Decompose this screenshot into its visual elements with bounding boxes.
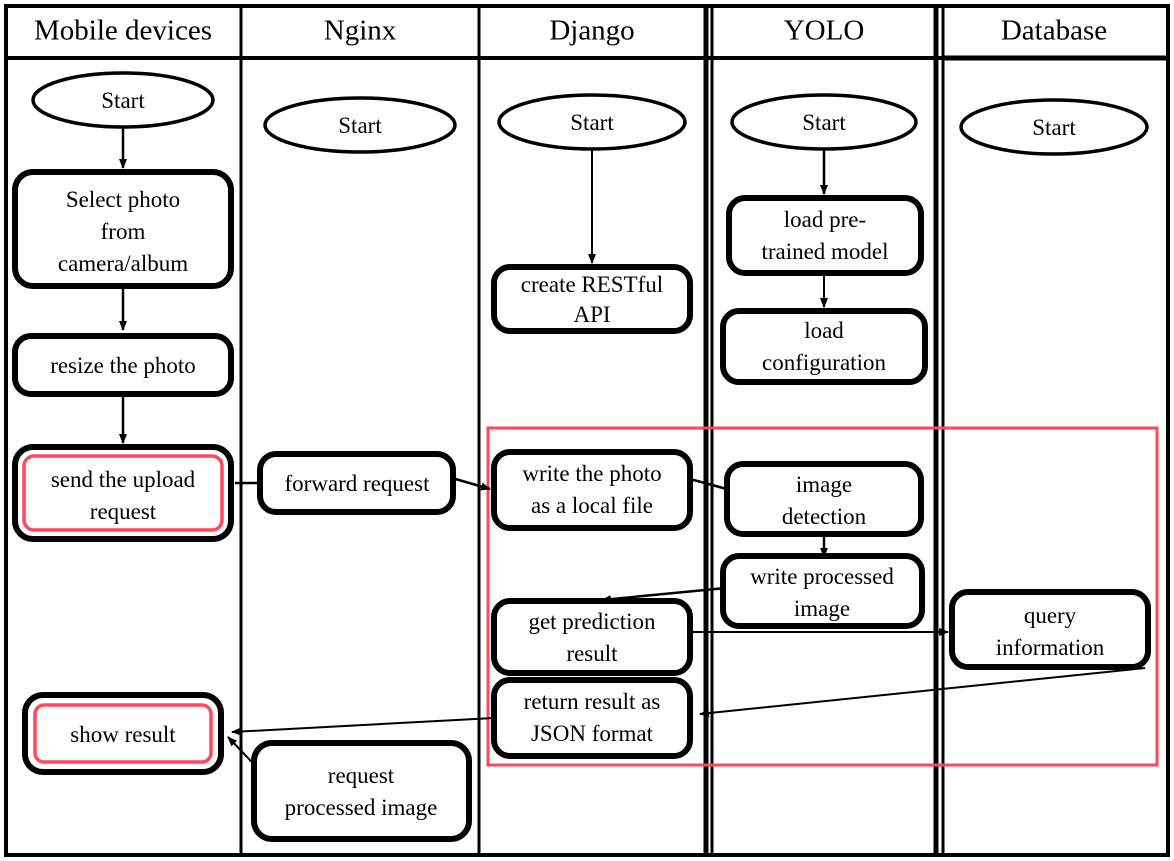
lane-title-django: Django [549, 15, 634, 47]
node-label-line-3: camera/album [58, 251, 188, 276]
node-label: resize the photo [50, 353, 196, 378]
node-resize-photo[interactable]: resize the photo [12, 333, 234, 397]
node-load-configuration[interactable]: load configuration [720, 308, 928, 385]
node-select-photo[interactable]: Select photo from camera/album [12, 169, 234, 289]
node-send-upload-request[interactable]: send the upload request [12, 444, 234, 542]
node-label-line-1: create RESTful [521, 272, 663, 297]
lane-title-yolo: YOLO [784, 15, 865, 47]
node-label-line-2: from [101, 219, 146, 244]
node-label-line-1: request [328, 763, 395, 788]
lane-title-mobile: Mobile devices [34, 15, 212, 47]
node-label-line-1: query [1024, 603, 1077, 628]
node-label-line-1: Select photo [66, 187, 180, 212]
node-start-database[interactable]: Start [959, 98, 1149, 156]
node-label-line-2: information [996, 635, 1105, 660]
node-create-restful-api[interactable]: create RESTful API [491, 264, 693, 334]
node-label-line-2: image [794, 596, 850, 621]
node-label-line-2: JSON format [531, 721, 654, 746]
node-label: Start [570, 110, 614, 135]
node-request-processed-image[interactable]: request processed image [251, 740, 472, 842]
node-get-prediction-result[interactable]: get prediction result [491, 598, 693, 676]
node-label-line-1: send the upload [51, 467, 196, 492]
node-image-detection[interactable]: image detection [724, 461, 924, 537]
node-write-processed-image[interactable]: write processed image [720, 553, 925, 629]
node-label: Start [101, 88, 145, 113]
edge-return-json-to-show-result [231, 717, 495, 736]
node-show-result[interactable]: show result [22, 692, 224, 775]
node-start-django[interactable]: Start [497, 93, 687, 151]
edge-query-information-to-return-json [699, 667, 1146, 718]
node-start-nginx[interactable]: Start [263, 96, 457, 154]
diagram-frame [4, 4, 1170, 857]
lane-header-database: Database [1001, 15, 1107, 47]
node-label: Start [1032, 115, 1076, 140]
node-return-result-json[interactable]: return result as JSON format [491, 677, 693, 759]
lane-header-yolo: YOLO [784, 15, 865, 47]
node-label-line-1: write processed [750, 564, 894, 589]
connectors [119, 125, 1146, 780]
node-label-line-2: configuration [762, 350, 886, 375]
node-label-line-2: result [566, 641, 618, 666]
node-label-line-1: write the photo [522, 461, 661, 486]
node-query-information[interactable]: query information [949, 589, 1151, 670]
node-label: forward request [285, 471, 431, 496]
node-label: Start [802, 110, 846, 135]
node-label-line-2: as a local file [531, 493, 653, 518]
node-write-photo-local-file[interactable]: write the photo as a local file [491, 449, 693, 531]
node-label-line-2: request [90, 499, 157, 524]
node-label-line-1: load [804, 318, 844, 343]
lane-title-nginx: Nginx [324, 15, 397, 47]
node-label-line-2: processed image [285, 795, 438, 820]
node-label-line-1: load pre- [784, 207, 866, 232]
server-side-highlight-region [486, 426, 1159, 767]
node-label: Start [338, 113, 382, 138]
node-label-line-1: return result as [524, 689, 661, 714]
lane-header-django: Django [549, 15, 634, 47]
node-label-line-1: get prediction [528, 609, 656, 634]
node-label: show result [70, 722, 176, 747]
node-highlight-border [33, 703, 213, 764]
node-label-line-2: trained model [761, 239, 888, 264]
edge-forward-request-to-write-photo [451, 476, 491, 491]
node-forward-request[interactable]: forward request [257, 451, 456, 515]
node-label-line-2: API [573, 302, 610, 327]
node-highlight-border [22, 454, 224, 532]
lane-title-database: Database [1001, 15, 1107, 47]
node-label-line-2: detection [782, 504, 867, 529]
node-label-line-1: image [796, 472, 852, 497]
node-load-pretrained-model[interactable]: load pre- trained model [726, 195, 924, 276]
lane-header-nginx: Nginx [324, 15, 397, 47]
node-start-mobile[interactable]: Start [31, 71, 215, 129]
lane-header-mobile-devices: Mobile devices [34, 15, 212, 47]
node-start-yolo[interactable]: Start [730, 93, 918, 151]
